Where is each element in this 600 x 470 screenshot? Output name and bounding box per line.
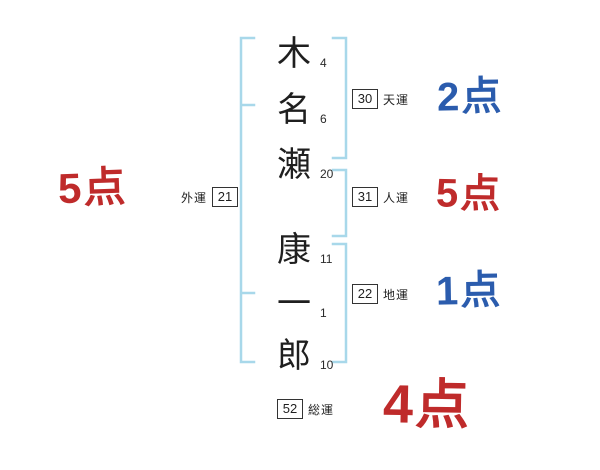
name-char-item: 一 1 bbox=[277, 287, 327, 321]
name-char: 木 bbox=[277, 35, 311, 73]
fortune-jinun: 31 人運 bbox=[352, 187, 409, 207]
name-char-item: 康 11 bbox=[277, 233, 332, 267]
name-char: 瀬 bbox=[277, 146, 311, 184]
stroke-count: 20 bbox=[320, 167, 334, 181]
score-gaiun: 5点 bbox=[57, 162, 129, 213]
name-char-item: 郎 10 bbox=[277, 339, 333, 373]
name-char: 康 bbox=[277, 231, 311, 269]
stroke-count: 4 bbox=[320, 56, 327, 70]
fortune-label: 外運 bbox=[181, 190, 208, 205]
right-middle-bracket bbox=[331, 168, 348, 238]
left-bracket bbox=[239, 36, 256, 364]
fortune-value-box: 21 bbox=[212, 187, 239, 207]
stroke-count: 1 bbox=[320, 306, 327, 320]
right-top-bracket bbox=[331, 36, 348, 160]
score-tenun: 2点 bbox=[436, 74, 504, 120]
fortune-label: 天運 bbox=[383, 92, 410, 107]
stroke-count: 10 bbox=[320, 358, 334, 372]
fortune-label: 総運 bbox=[308, 402, 335, 417]
fortune-value-box: 30 bbox=[352, 89, 378, 109]
name-char-item: 瀬 20 bbox=[277, 148, 333, 182]
stroke-count: 6 bbox=[320, 112, 327, 126]
score-jinun: 5点 bbox=[435, 171, 503, 217]
name-char-item: 名 6 bbox=[277, 93, 327, 127]
fortune-gaiun: 外運 21 bbox=[181, 187, 239, 207]
fortune-value-box: 31 bbox=[352, 187, 378, 207]
stroke-count: 11 bbox=[320, 252, 333, 266]
name-char-item: 木 4 bbox=[277, 37, 327, 71]
score-chiun: 1点 bbox=[435, 268, 503, 314]
fortune-value-box: 52 bbox=[277, 399, 303, 419]
fortune-label: 人運 bbox=[383, 190, 410, 205]
name-char: 名 bbox=[277, 91, 311, 129]
fortune-soun: 52 総運 bbox=[277, 399, 334, 419]
name-char: 郎 bbox=[277, 337, 311, 375]
right-bottom-bracket bbox=[331, 242, 348, 364]
fortune-label: 地運 bbox=[383, 287, 410, 302]
fortune-chiun: 22 地運 bbox=[352, 284, 409, 304]
name-char: 一 bbox=[277, 285, 311, 323]
fortune-value-box: 22 bbox=[352, 284, 378, 304]
score-soun: 4点 bbox=[382, 374, 472, 436]
fortune-tenun: 30 天運 bbox=[352, 89, 409, 109]
